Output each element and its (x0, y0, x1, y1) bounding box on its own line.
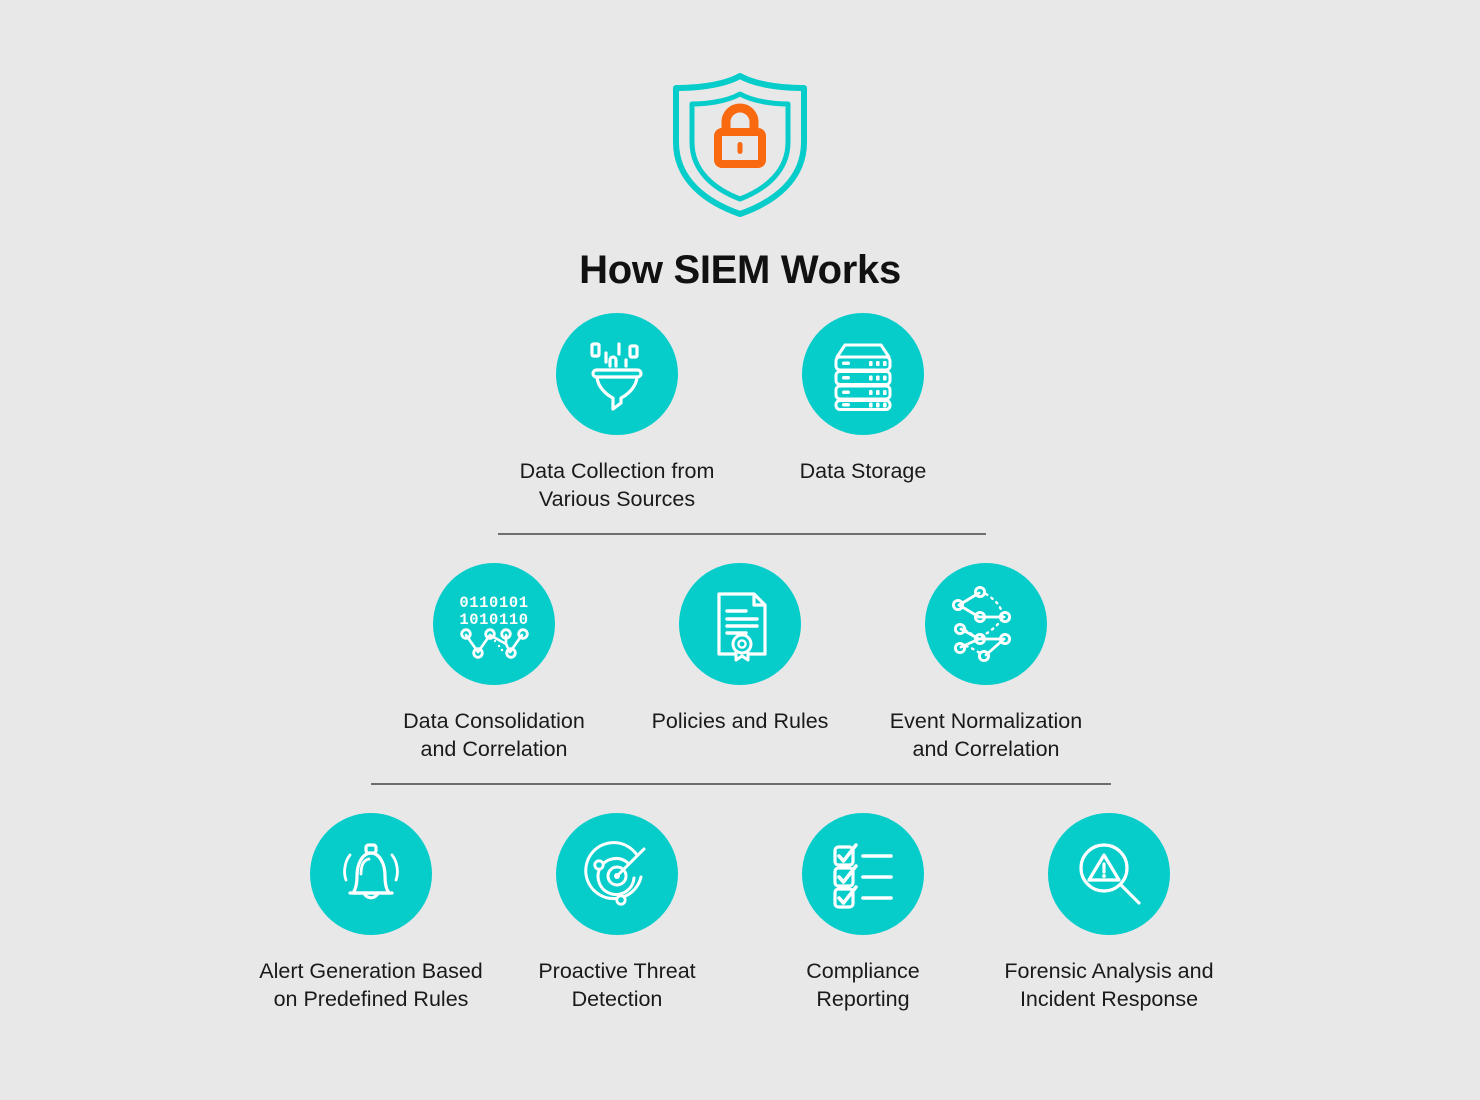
svg-text:0110101: 0110101 (459, 594, 528, 612)
node-alert-generation[interactable]: Alert Generation Based on Predefined Rul… (248, 813, 494, 1013)
node-data-storage[interactable]: Data Storage (740, 313, 986, 486)
shield-lock-icon (660, 70, 820, 220)
node-label: Alert Generation Based on Predefined Rul… (259, 959, 483, 1011)
node-label: Data Storage (799, 459, 927, 483)
node-policies-rules[interactable]: Policies and Rules (617, 563, 863, 736)
radar-icon (556, 813, 678, 935)
node-label: Proactive Threat Detection (538, 959, 696, 1011)
certificate-document-icon (679, 563, 801, 685)
bell-alert-icon (310, 813, 432, 935)
checklist-icon (802, 813, 924, 935)
process-row-3: Alert Generation Based on Predefined Rul… (0, 813, 1480, 1013)
node-label: Data Collection from Various Sources (519, 459, 715, 511)
node-label: Event Normalization and Correlation (889, 709, 1083, 761)
node-label: Compliance Reporting (806, 959, 920, 1011)
node-proactive-threat-detection[interactable]: Proactive Threat Detection (494, 813, 740, 1013)
binary-network-icon: 0110101 1010110 (433, 563, 555, 685)
node-compliance-reporting[interactable]: Compliance Reporting (740, 813, 986, 1013)
magnifier-warning-icon (1048, 813, 1170, 935)
node-graph-icon (925, 563, 1047, 685)
svg-text:1010110: 1010110 (459, 611, 528, 629)
node-label: Policies and Rules (651, 709, 829, 733)
node-label: Forensic Analysis and Incident Response (1004, 959, 1214, 1011)
server-rack-icon (802, 313, 924, 435)
node-event-normalization[interactable]: Event Normalization and Correlation (863, 563, 1109, 763)
header: How SIEM Works (0, 70, 1480, 293)
divider-row-1 (498, 533, 986, 535)
funnel-binary-icon (556, 313, 678, 435)
process-row-2: 0110101 1010110 (0, 563, 1480, 763)
node-data-consolidation[interactable]: 0110101 1010110 (371, 563, 617, 763)
process-row-1: Data Collection from Various Sources (0, 313, 1480, 513)
node-label: Data Consolidation and Correlation (403, 709, 585, 761)
node-forensic-analysis[interactable]: Forensic Analysis and Incident Response (986, 813, 1232, 1013)
divider-row-2 (371, 783, 1111, 785)
node-data-collection[interactable]: Data Collection from Various Sources (494, 313, 740, 513)
page-title: How SIEM Works (579, 248, 901, 292)
